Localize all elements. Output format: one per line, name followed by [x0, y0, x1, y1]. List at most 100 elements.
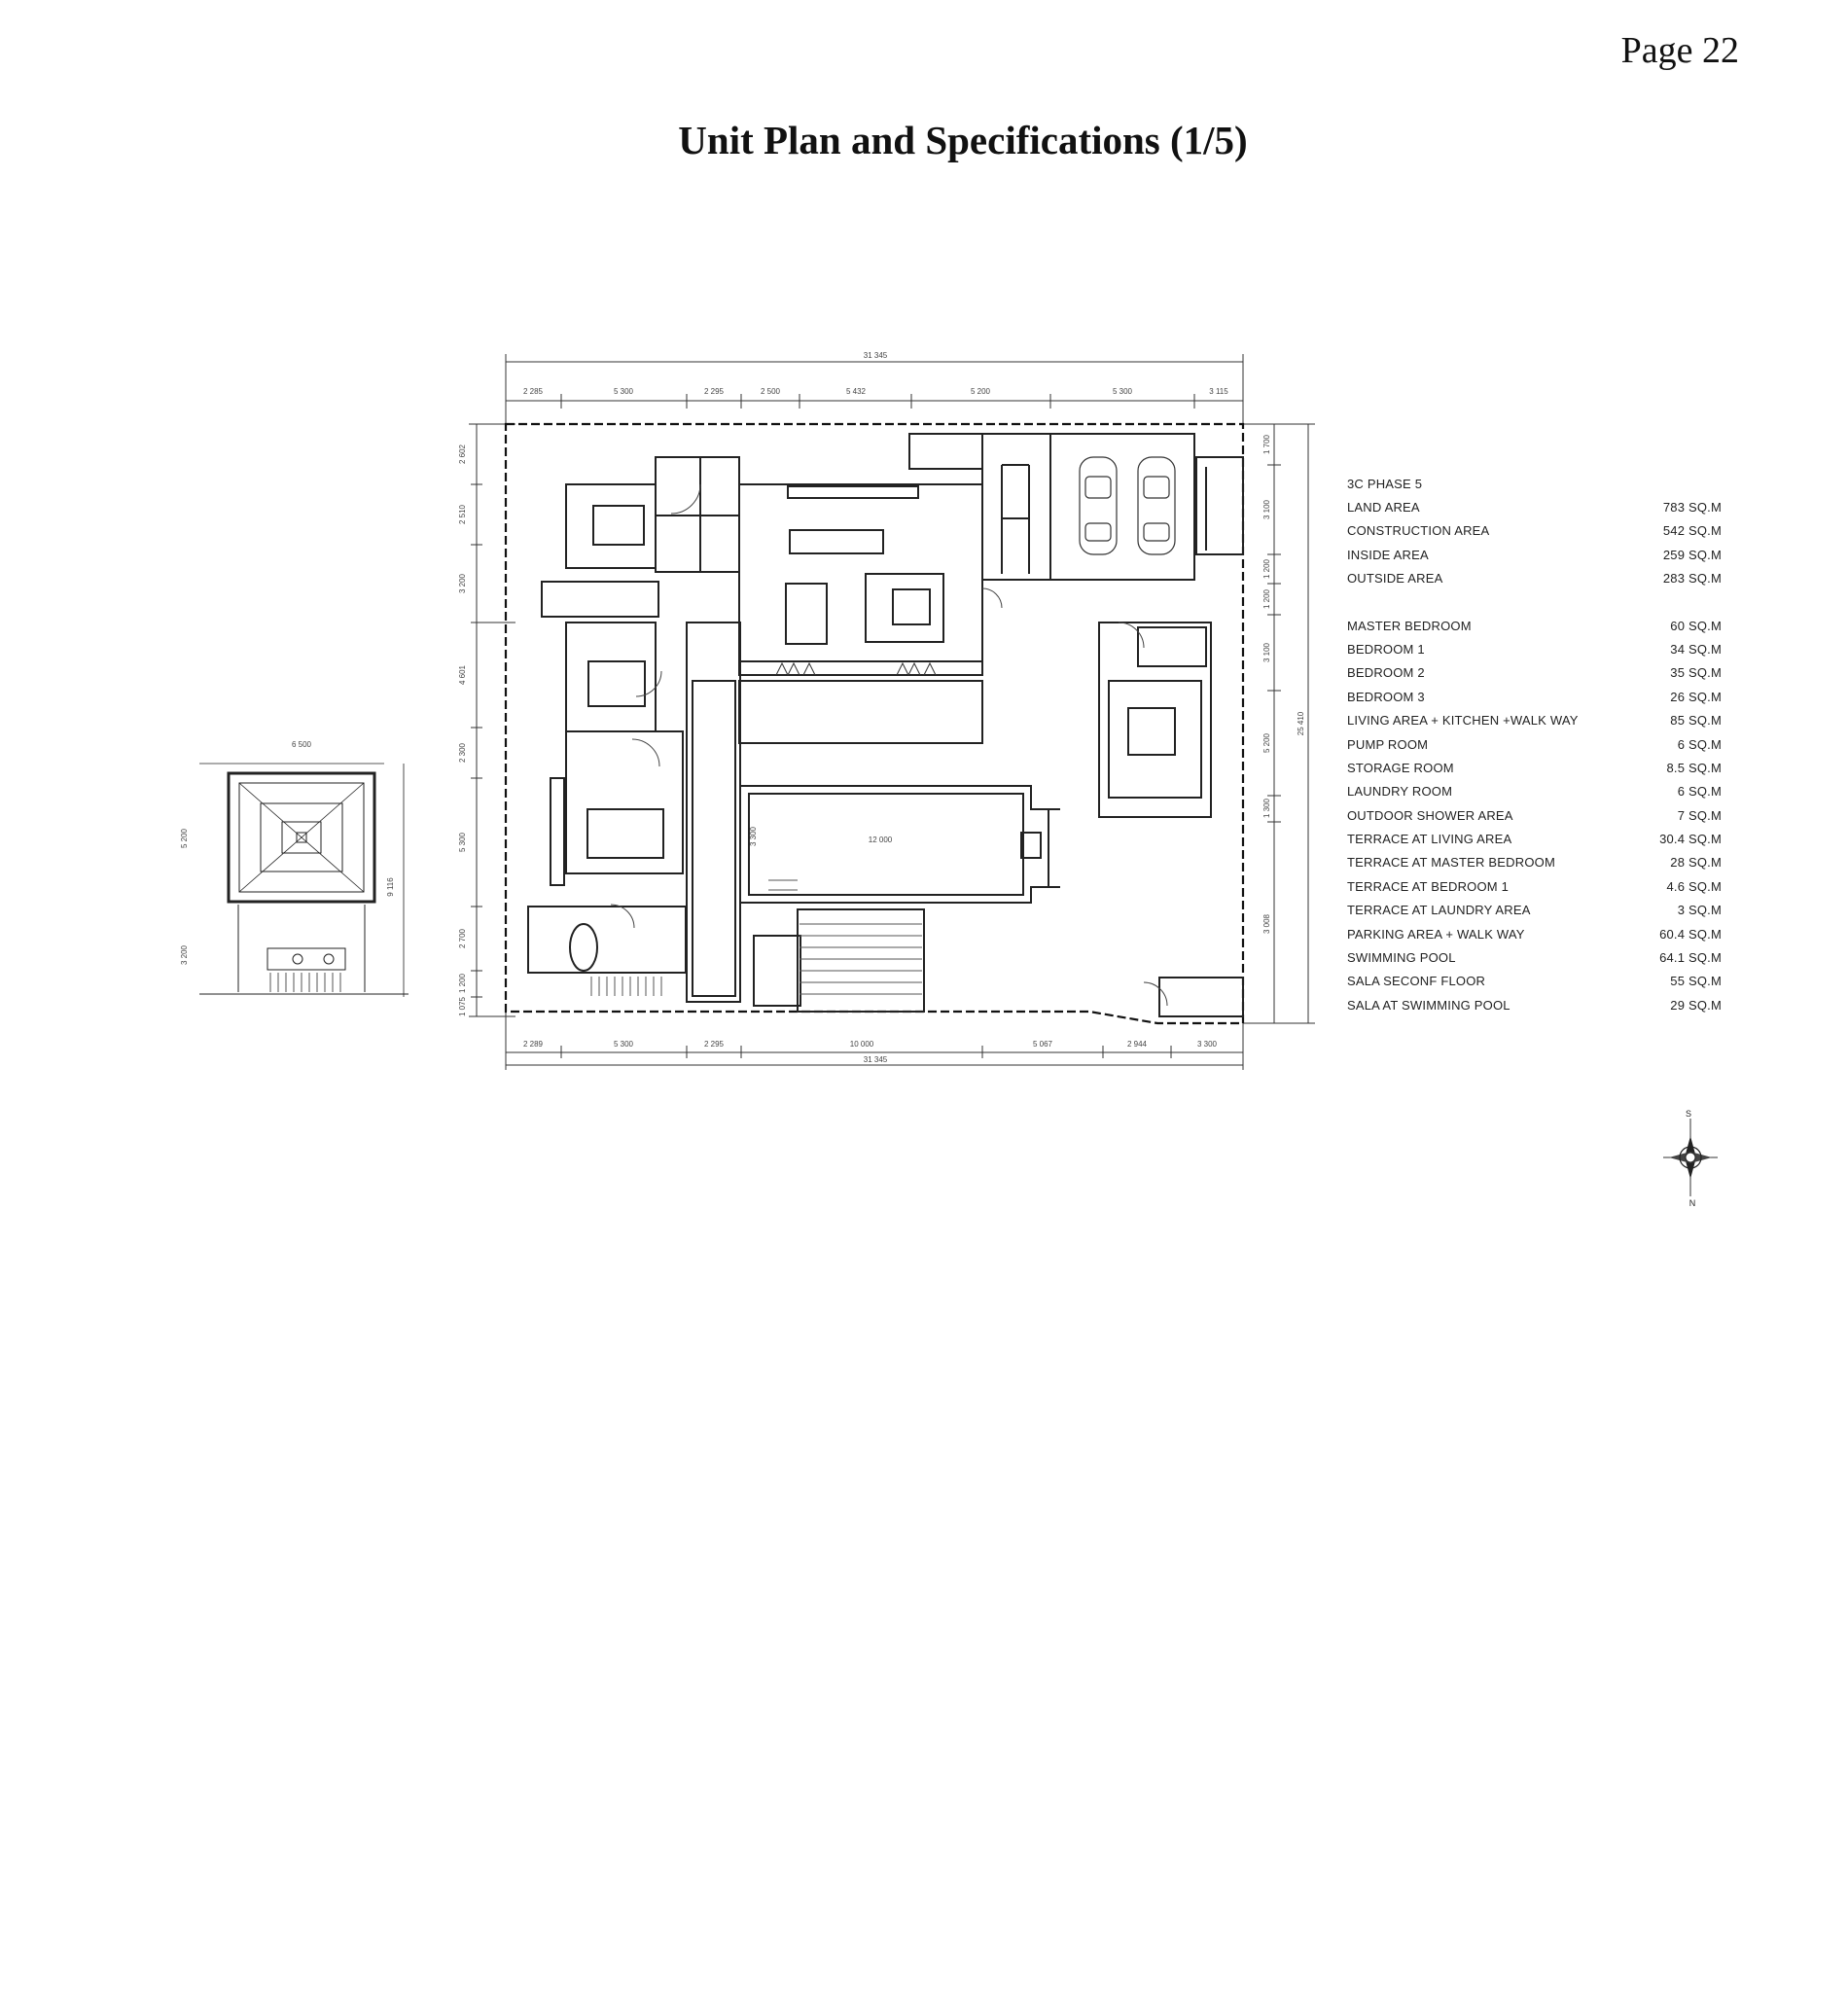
dim-right-total: 25 410: [1297, 711, 1305, 735]
spec-label: TERRACE AT BEDROOM 1: [1347, 878, 1510, 894]
spec-heading: 3C PHASE 5: [1347, 477, 1423, 491]
dim-top-segment: 3 115: [1209, 387, 1228, 396]
dim-right-segment: 3 100: [1262, 499, 1271, 519]
dim-left-segment: 2 510: [458, 504, 467, 524]
spec-value: 28 SQ.M: [1670, 855, 1722, 871]
spec-label: TERRACE AT MASTER BEDROOM: [1347, 855, 1555, 871]
kitchen-dining-living: [738, 483, 983, 676]
spec-value: 8.5 SQ.M: [1666, 760, 1722, 775]
unit-floor-plan: 31 345 2 285 5 300 2 295 2 500 5 432 5 2…: [180, 351, 1718, 1208]
spec-label: LIVING AREA + KITCHEN +WALK WAY: [1347, 713, 1579, 729]
spec-value: 34 SQ.M: [1670, 641, 1722, 657]
dim-right-segment: 1 200: [1262, 558, 1271, 579]
bedroom-3: [1108, 680, 1202, 799]
bedroom-3-bath: [1137, 626, 1207, 667]
dim-bottom-segment: 5 067: [1033, 1040, 1053, 1049]
spec-row: LIVING AREA + KITCHEN +WALK WAY 85 SQ.M: [1347, 709, 1722, 732]
swimming-pool: [741, 785, 1049, 904]
spec-value: 26 SQ.M: [1670, 689, 1722, 704]
dim-pool-depth: 3 300: [749, 826, 758, 846]
dim-bottom-total: 31 345: [864, 1055, 888, 1064]
dim-right-segment: 5 200: [1262, 732, 1271, 753]
bedroom-1: [565, 622, 657, 732]
dim-left-segment: 3 200: [458, 573, 467, 593]
garage: [1049, 433, 1195, 581]
outdoor-shower-area: [1158, 977, 1244, 1017]
spec-label: PARKING AREA + WALK WAY: [1347, 926, 1525, 942]
dim-ticks-top: [505, 354, 1244, 428]
spec-label: TERRACE AT LAUNDRY AREA: [1347, 903, 1531, 918]
spec-value: 259 SQ.M: [1662, 547, 1722, 562]
garage-side-room: [1195, 456, 1244, 555]
dim-top-segment: 5 200: [971, 387, 991, 396]
bedroom-1-bed: [587, 660, 646, 707]
kitchen-counter: [787, 485, 919, 499]
spec-label: MASTER BEDROOM: [1347, 618, 1472, 633]
spec-value: 6 SQ.M: [1677, 736, 1722, 752]
spec-value: 283 SQ.M: [1662, 571, 1722, 587]
dim-left-segment: 1 075: [458, 996, 467, 1016]
spec-label: STORAGE ROOM: [1347, 760, 1454, 775]
spec-label: INSIDE AREA: [1347, 547, 1429, 562]
bedroom-2-bed: [586, 808, 664, 859]
dim-right-segment: 1 300: [1262, 798, 1271, 818]
dim-left-segment: 2 700: [458, 928, 467, 948]
spec-row: LAUNDRY ROOM 6 SQ.M: [1347, 780, 1722, 803]
storage-room: [981, 433, 1051, 581]
sliding-doors: [775, 661, 937, 677]
door-swings: [610, 483, 1168, 1007]
dim-sala-width: 6 500: [292, 740, 312, 749]
bedroom-2: [565, 730, 684, 874]
sala-at-pool: [753, 935, 801, 1007]
pool-water: [748, 793, 1024, 896]
dim-sala-lower: 3 200: [180, 944, 189, 965]
dim-left-segment: 1 200: [458, 973, 467, 993]
spec-value: 4.6 SQ.M: [1666, 878, 1722, 894]
spec-value: 783 SQ.M: [1662, 500, 1722, 515]
spec-row: OUTDOOR SHOWER AREA 7 SQ.M: [1347, 804, 1722, 828]
master-bedroom: [565, 483, 657, 569]
compass-icon: S N: [1663, 1109, 1718, 1208]
spec-value: 7 SQ.M: [1677, 807, 1722, 823]
dim-ticks-left: [469, 423, 515, 1017]
dim-bottom-segment: 2 295: [704, 1040, 725, 1049]
spec-row: BEDROOM 3 26 SQ.M: [1347, 686, 1722, 709]
spec-label: SALA AT SWIMMING POOL: [1347, 997, 1510, 1013]
kitchen-island: [789, 529, 884, 554]
spec-label: BEDROOM 3: [1347, 689, 1425, 704]
spec-row: PARKING AREA + WALK WAY 60.4 SQ.M: [1347, 923, 1722, 946]
master-bed: [592, 505, 645, 546]
site-boundary: [504, 422, 1245, 1025]
dim-top-segment: 2 285: [523, 387, 544, 396]
spec-label: OUTDOOR SHOWER AREA: [1347, 807, 1513, 823]
spec-value: 60.4 SQ.M: [1659, 926, 1722, 942]
spec-label: OUTSIDE AREA: [1347, 571, 1443, 587]
pool-step: [1020, 832, 1042, 859]
spec-value: 55 SQ.M: [1670, 974, 1722, 989]
sala-second-floor-plan: [199, 763, 409, 997]
spec-value: 6 SQ.M: [1677, 784, 1722, 800]
spec-label: SWIMMING POOL: [1347, 950, 1456, 966]
spec-value: 85 SQ.M: [1670, 713, 1722, 729]
spec-row: SWIMMING POOL 64.1 SQ.M: [1347, 946, 1722, 970]
spec-row: OUTSIDE AREA 283 SQ.M: [1347, 567, 1722, 590]
wardrobe: [550, 777, 565, 886]
dim-right-segment: 1 200: [1262, 588, 1271, 609]
dim-sala-depth: 5 200: [180, 828, 189, 848]
dim-right-segment: 1 700: [1262, 434, 1271, 454]
corridor-bath: [541, 581, 659, 618]
dim-top-segment: 5 432: [846, 387, 867, 396]
spec-label: LAUNDRY ROOM: [1347, 784, 1453, 800]
coffee-table: [865, 573, 944, 643]
spec-value: 29 SQ.M: [1670, 997, 1722, 1013]
dim-left-segment: 2 602: [458, 444, 467, 464]
spec-value: 64.1 SQ.M: [1659, 950, 1722, 966]
spec-label: PUMP ROOM: [1347, 736, 1429, 752]
